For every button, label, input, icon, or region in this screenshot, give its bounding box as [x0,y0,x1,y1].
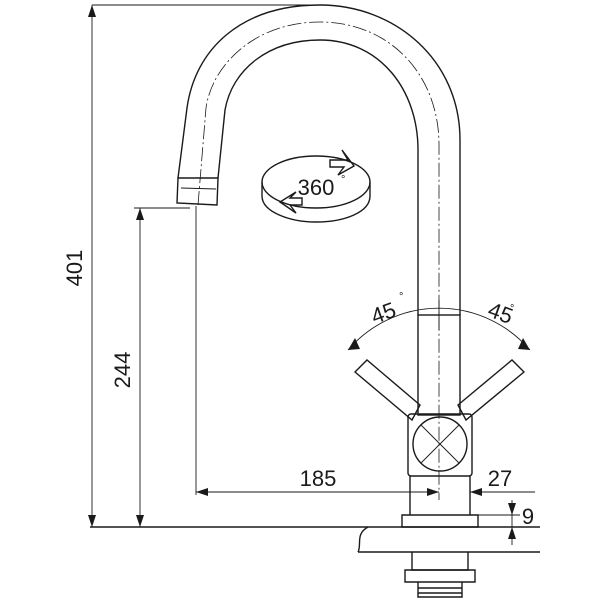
arrow-left [196,488,208,496]
rotation-unit: ° [341,174,345,186]
mixer-body [407,413,473,477]
angle-unit-right: ° [510,303,514,315]
dimension-label-9: 9 [522,504,534,529]
rotation-ring-band [261,182,371,223]
arrow-top [508,503,516,515]
spout-inner-outline [217,39,419,315]
aerator-ring [180,187,217,190]
angle-label-left: 45 [368,297,400,329]
arrow-bottom [88,515,96,527]
spout-centerline [197,21,440,500]
rotation-360-icon: 360 ° [261,149,371,223]
dimension-total-height: 401 [62,4,310,527]
cartridge-cross-b [420,424,460,464]
handle-lever-right [457,359,526,422]
mixer-cartridge [412,416,468,472]
rotation-arrowhead-top [329,149,356,176]
countertop-break [357,526,369,553]
spout-aerator [176,177,219,206]
dimension-base-offset: 27 [470,466,535,496]
arrow-right [427,488,439,496]
arrow-top [136,208,144,220]
arrow-top [88,5,96,17]
mounting-shank [411,552,469,571]
threaded-stub [417,582,463,598]
faucet-body [90,4,540,598]
base-neck [409,476,471,515]
dimension-spout-height: 244 [110,207,190,527]
mounting-nut [404,569,476,583]
arc-arrow-right [518,338,530,350]
dimension-label-401: 401 [62,250,87,287]
dimension-spout-reach: 185 [195,206,439,496]
arrow-bottom [136,515,144,527]
dimension-label-185: 185 [300,466,337,491]
base-flange [401,514,479,528]
angle-unit-left: ° [399,291,403,303]
arrow-bottom [508,527,516,539]
dimension-deck-thickness: 9 [478,500,534,545]
handle-lever-left [353,359,421,422]
rotation-arrowhead-bottom [278,191,303,214]
rotation-label: 360 [298,175,335,200]
arc-arrow-left [348,338,360,350]
dimension-label-244: 244 [110,352,135,389]
arrow-left [470,488,482,496]
spout-outer-outline [177,4,461,315]
dimension-label-27: 27 [488,466,512,491]
